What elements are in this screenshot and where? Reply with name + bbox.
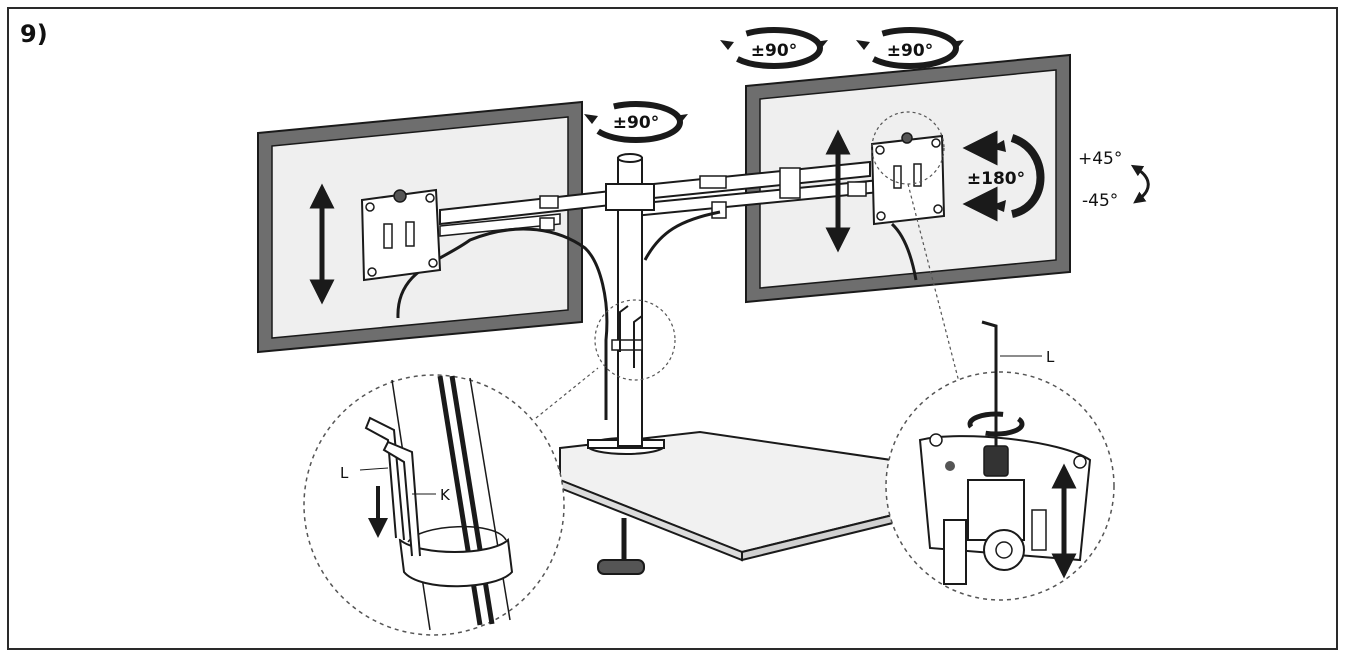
right-vesa-plate [870,132,946,226]
tilt-arrow-icon [1130,164,1150,204]
clip-hex-key-small [619,305,643,368]
pole-swivel-rotation-icon [584,101,688,143]
tilt-up-label: +45° [1078,149,1122,169]
detail-cable-clip [303,374,565,636]
pole [605,153,655,447]
arm-joint-2-label: ±90° [887,41,933,61]
clip-detail-drawing [359,375,514,631]
knob-detail-drawing [918,320,1092,585]
left-vesa-plate [360,188,442,282]
tilt-down-label: -45° [1082,191,1118,211]
monitor-rotate-icon [962,130,1045,222]
desk-clamp [597,518,645,575]
monitor-rotate-label: ±180° [967,169,1025,189]
desk [559,430,906,562]
step-number: 9) [20,20,48,48]
arm-joint-1-rotation-icon [720,27,828,69]
arm-joint-1-label: ±90° [751,41,797,61]
pole-swivel-label: ±90° [613,113,659,133]
left-detail-label-L: L [340,464,349,482]
left-detail-label-K: K [440,486,451,504]
monitor-arms [439,160,881,237]
arm-joint-2-rotation-icon [856,27,964,69]
detail-circle-clip [594,299,676,381]
right-detail-label-L: L [1046,348,1055,366]
